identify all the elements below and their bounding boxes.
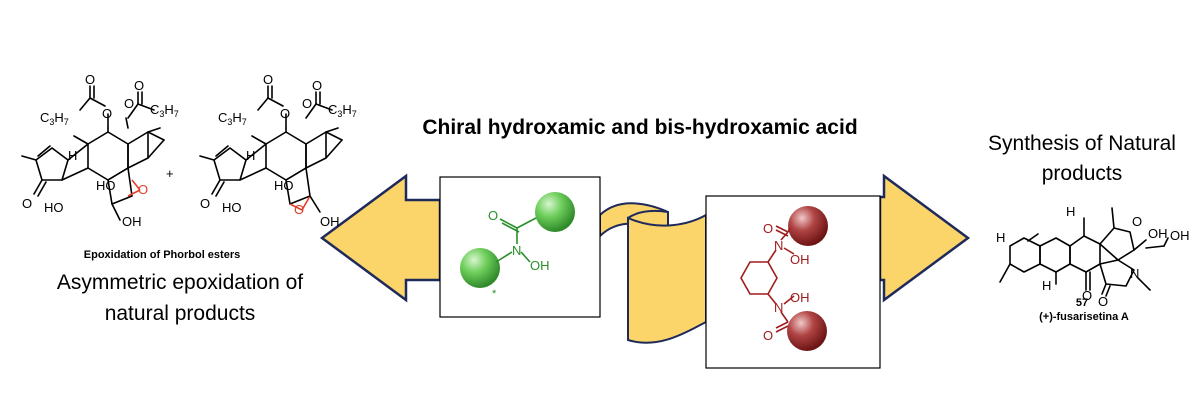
green-sphere-bottom bbox=[460, 248, 500, 288]
plus-sign: + bbox=[166, 166, 174, 181]
phorbol-ester-1: O O C3H7 O O C3H7 O HO H HO O bbox=[21, 72, 179, 229]
svg-text:O: O bbox=[312, 78, 322, 93]
oh-label: OH bbox=[530, 258, 550, 273]
svg-text:O: O bbox=[280, 106, 290, 121]
phorbol-scheme-label: Epoxidation of Phorbol esters bbox=[84, 249, 240, 261]
svg-text:O: O bbox=[200, 196, 210, 211]
top-oh: OH bbox=[790, 252, 810, 267]
bottom-oh: OH bbox=[790, 290, 810, 305]
svg-text:H: H bbox=[68, 148, 77, 163]
right-caption-line1: Synthesis of Natural bbox=[988, 132, 1176, 155]
svg-text:H: H bbox=[1042, 278, 1051, 293]
svg-text:O: O bbox=[22, 196, 32, 211]
svg-text:HO: HO bbox=[222, 200, 242, 215]
left-arrow bbox=[319, 173, 442, 303]
bottom-carbonyl-o: O bbox=[763, 328, 773, 343]
svg-text:O: O bbox=[1098, 294, 1108, 309]
left-caption-line2: natural products bbox=[105, 302, 256, 325]
svg-text:H: H bbox=[1066, 204, 1075, 219]
top-n: N bbox=[774, 238, 783, 253]
svg-text:N: N bbox=[1130, 266, 1139, 281]
svg-text:O: O bbox=[263, 72, 273, 87]
svg-text:HO: HO bbox=[96, 178, 116, 193]
ribbon-scroll bbox=[599, 202, 707, 344]
top-carbonyl-o: O bbox=[763, 221, 773, 236]
svg-text:H: H bbox=[996, 230, 1005, 245]
n-label: N bbox=[512, 243, 521, 258]
svg-text:C3H7: C3H7 bbox=[40, 110, 69, 127]
main-title: Chiral hydroxamic and bis-hydroxamic aci… bbox=[422, 116, 857, 139]
stereocenter-star: * bbox=[492, 288, 497, 300]
epoxide-o-1: O bbox=[138, 182, 148, 197]
svg-text:HO: HO bbox=[274, 178, 294, 193]
green-sphere-top bbox=[535, 192, 575, 232]
green-catalyst-box bbox=[439, 176, 601, 318]
svg-text:O: O bbox=[134, 78, 144, 93]
red-bis-hydroxamic-structure: O N OH N OH O bbox=[740, 206, 828, 351]
svg-text:H: H bbox=[246, 148, 255, 163]
compound-number: 57 bbox=[1076, 297, 1088, 309]
right-arrow bbox=[878, 173, 971, 303]
left-caption-line1: Asymmetric epoxidation of bbox=[57, 271, 303, 294]
red-sphere-bottom bbox=[787, 311, 827, 351]
svg-text:O: O bbox=[102, 106, 112, 121]
svg-text:OH: OH bbox=[1170, 228, 1190, 243]
svg-text:O: O bbox=[124, 96, 134, 111]
green-hydroxamic-structure: O N OH * bbox=[460, 192, 575, 300]
bottom-n: N bbox=[774, 300, 783, 315]
compound-name: (+)-fusarisetina A bbox=[1039, 311, 1129, 323]
svg-text:O: O bbox=[1132, 214, 1142, 229]
svg-text:O: O bbox=[1082, 288, 1092, 303]
svg-text:O: O bbox=[302, 96, 312, 111]
fusarisetin-structure: H H H O OH OH O N O bbox=[996, 204, 1190, 309]
epoxide-o-2: O bbox=[294, 202, 304, 217]
svg-text:O: O bbox=[85, 72, 95, 87]
carbonyl-o-label: O bbox=[488, 208, 498, 223]
svg-text:OH: OH bbox=[122, 214, 142, 229]
svg-text:C3H7: C3H7 bbox=[150, 102, 179, 119]
svg-text:C3H7: C3H7 bbox=[328, 102, 357, 119]
svg-text:OH: OH bbox=[320, 214, 340, 229]
svg-text:C3H7: C3H7 bbox=[218, 110, 247, 127]
phorbol-ester-2: O O C3H7 O O C3H7 O HO H HO O OH bbox=[199, 72, 357, 229]
red-sphere-top bbox=[788, 206, 828, 246]
svg-text:OH: OH bbox=[1148, 226, 1168, 241]
right-caption-line2: products bbox=[1042, 162, 1123, 185]
svg-text:HO: HO bbox=[44, 200, 64, 215]
